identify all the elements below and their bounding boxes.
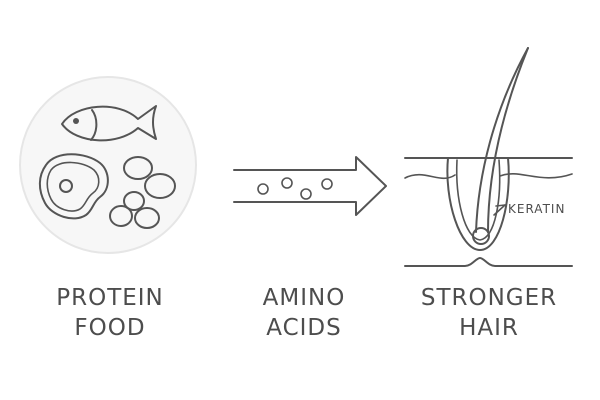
steak-bone bbox=[59, 179, 73, 193]
fish-eye bbox=[73, 118, 79, 124]
step-label-amino-acids: AMINO ACIDS bbox=[204, 283, 404, 343]
fish-icon bbox=[61, 105, 157, 142]
hair-follicle-icon bbox=[404, 47, 573, 267]
nuts-icon bbox=[109, 156, 176, 229]
right-arrow-icon bbox=[233, 156, 387, 216]
steak-icon bbox=[38, 153, 109, 220]
keratin-label: KERATIN bbox=[508, 202, 566, 216]
step-label-line: FOOD bbox=[74, 315, 146, 341]
step-label-protein-food: PROTEIN FOOD bbox=[10, 283, 210, 343]
hair-bulb bbox=[472, 227, 490, 245]
amino-acid-dots bbox=[257, 177, 333, 200]
step-label-stronger-hair: STRONGER HAIR bbox=[389, 283, 589, 343]
step-label-line: HAIR bbox=[459, 315, 519, 341]
step-label-line: PROTEIN bbox=[56, 285, 164, 311]
step-label-line: AMINO bbox=[262, 285, 346, 311]
step-label-line: STRONGER bbox=[420, 285, 558, 311]
protein-food-icon bbox=[19, 76, 197, 254]
step-label-line: ACIDS bbox=[266, 315, 342, 341]
